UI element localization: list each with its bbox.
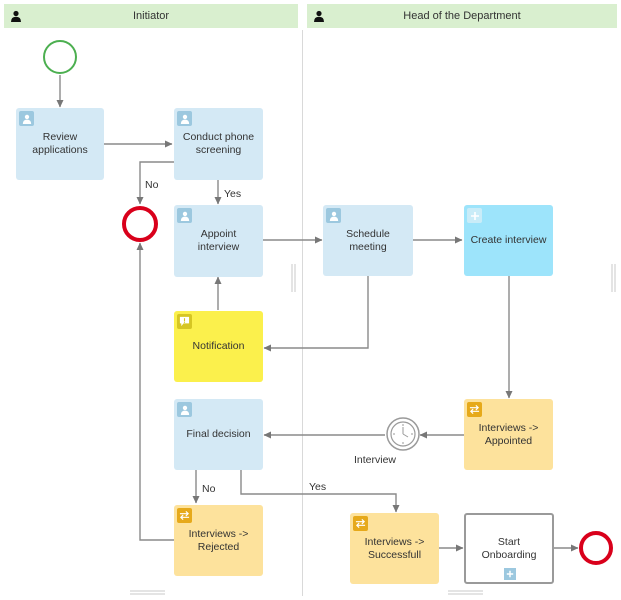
swap-icon — [467, 402, 482, 417]
timer-event-label: Interview — [354, 454, 397, 466]
user-icon — [314, 10, 324, 22]
task-label: Create interview — [470, 234, 547, 246]
user-task-icon — [326, 208, 341, 223]
task-label: Interviews -> Appointed — [478, 421, 539, 447]
lane-title: Initiator — [132, 10, 170, 22]
timer-event — [386, 417, 420, 451]
task-label: Schedule meeting — [346, 227, 390, 253]
swap-icon — [353, 516, 368, 531]
user-task-icon — [177, 402, 192, 417]
lane-title: Head of the Department — [403, 10, 521, 22]
flow-phone-end — [136, 161, 174, 205]
task-final-decision[interactable]: Final decision — [174, 399, 263, 470]
flow-schedule-notification — [263, 276, 369, 352]
task-label: Notification — [192, 340, 245, 352]
task-label: Interviews -> Rejected — [188, 527, 249, 553]
flow-label-no: No — [145, 179, 159, 191]
task-interviews-rejected[interactable]: Interviews -> Rejected — [174, 505, 263, 576]
task-interviews-successful[interactable]: Interviews -> Successfull — [350, 513, 439, 584]
user-task-icon — [177, 208, 192, 223]
user-task-icon — [19, 111, 34, 126]
task-review-applications[interactable]: Review applications — [16, 108, 104, 180]
task-appoint-interview[interactable]: Appoint interview — [174, 205, 263, 277]
user-task-icon — [177, 111, 192, 126]
lane-header-initiator: Initiator — [4, 4, 298, 28]
task-notification[interactable]: Notification — [174, 311, 263, 382]
task-interviews-appointed[interactable]: Interviews -> Appointed — [464, 399, 553, 470]
task-label: Conduct phone screening — [182, 131, 255, 156]
notification-icon — [177, 314, 192, 329]
end-event-onboarding — [579, 531, 613, 565]
flow-label-yes: Yes — [224, 188, 242, 200]
task-conduct-phone-screening[interactable]: Conduct phone screening — [174, 108, 263, 180]
task-label: Appoint interview — [197, 228, 240, 253]
task-label: Review applications — [32, 131, 88, 156]
task-start-onboarding[interactable]: Start Onboarding — [464, 513, 554, 584]
flow-rejected-end — [136, 242, 174, 541]
task-label: Start Onboarding — [481, 535, 537, 561]
start-event — [43, 40, 77, 74]
flow-final-successful — [240, 470, 400, 513]
task-schedule-meeting[interactable]: Schedule meeting — [323, 205, 413, 276]
task-label: Interviews -> Successfull — [364, 535, 425, 561]
flow-label-no: No — [202, 483, 216, 495]
plus-icon — [467, 208, 482, 223]
task-label: Final decision — [186, 428, 251, 440]
lane-divider — [302, 30, 303, 596]
subprocess-plus-icon[interactable] — [504, 568, 516, 580]
swap-icon — [177, 508, 192, 523]
end-event-rejected — [122, 206, 158, 242]
task-create-interview[interactable]: Create interview — [464, 205, 553, 276]
lane-header-head-of-department: Head of the Department — [307, 4, 617, 28]
flow-label-yes: Yes — [309, 481, 327, 493]
user-icon — [11, 10, 21, 22]
